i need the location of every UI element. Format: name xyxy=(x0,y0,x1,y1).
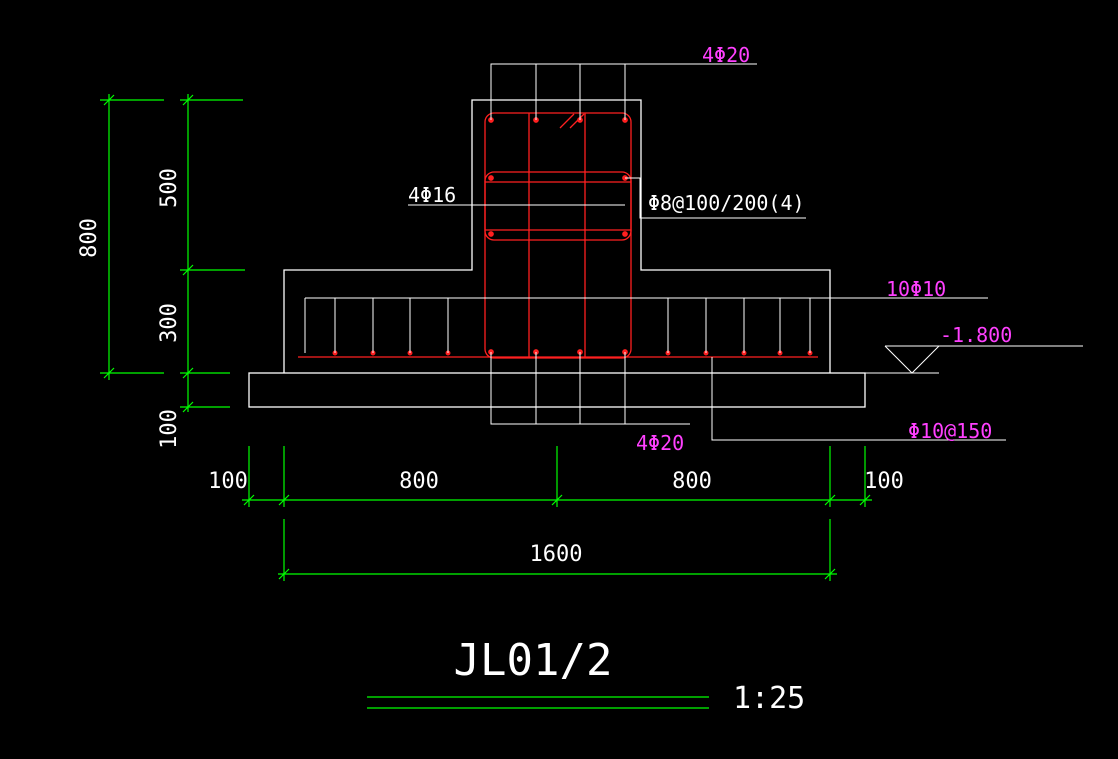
dim-total-height: 800 xyxy=(77,218,102,258)
concrete-outline xyxy=(248,99,866,408)
dim-right-cushion: 100 xyxy=(864,469,904,494)
drawing-scale: 1:25 xyxy=(733,681,805,716)
leader-lines xyxy=(304,63,1083,441)
label-elevation: -1.800 xyxy=(940,323,1012,347)
dim-left-half: 800 xyxy=(399,469,439,494)
outer-stirrup xyxy=(484,112,632,359)
label-stirrups: Φ8@100/200(4) xyxy=(648,191,805,215)
dim-flange-height: 300 xyxy=(157,303,182,343)
dim-total-width: 1600 xyxy=(530,542,583,567)
dim-cushion-height: 100 xyxy=(157,409,182,449)
rebar-dot xyxy=(622,231,628,237)
dim-rib-height: 500 xyxy=(157,168,182,208)
rebar-labels: 4Φ20 4Φ16 Φ8@100/200(4) 10Φ10 -1.800 4Φ2… xyxy=(408,43,1012,455)
dimension-lines xyxy=(100,94,872,709)
dim-left-cushion: 100 xyxy=(208,469,248,494)
rebar-cage xyxy=(298,112,818,359)
label-flange-bars: 10Φ10 xyxy=(886,277,946,301)
dimension-texts: 800 500 300 100 100 800 800 100 1600 xyxy=(77,168,904,567)
label-flange-stirrups: Φ10@150 xyxy=(908,419,992,443)
rebar-dot xyxy=(488,175,494,181)
label-top-bars: 4Φ20 xyxy=(702,43,750,67)
cushion-layer xyxy=(248,372,866,408)
label-bottom-bars: 4Φ20 xyxy=(636,431,684,455)
stirrup-hook xyxy=(569,113,585,129)
side-bar-tie xyxy=(484,171,632,241)
beam-profile xyxy=(283,99,831,373)
rebar-dot xyxy=(488,231,494,237)
stirrup-hook xyxy=(559,113,575,129)
label-side-bars: 4Φ16 xyxy=(408,183,456,207)
dim-right-half: 800 xyxy=(672,469,712,494)
drawing-title: JL01/2 xyxy=(454,635,613,686)
